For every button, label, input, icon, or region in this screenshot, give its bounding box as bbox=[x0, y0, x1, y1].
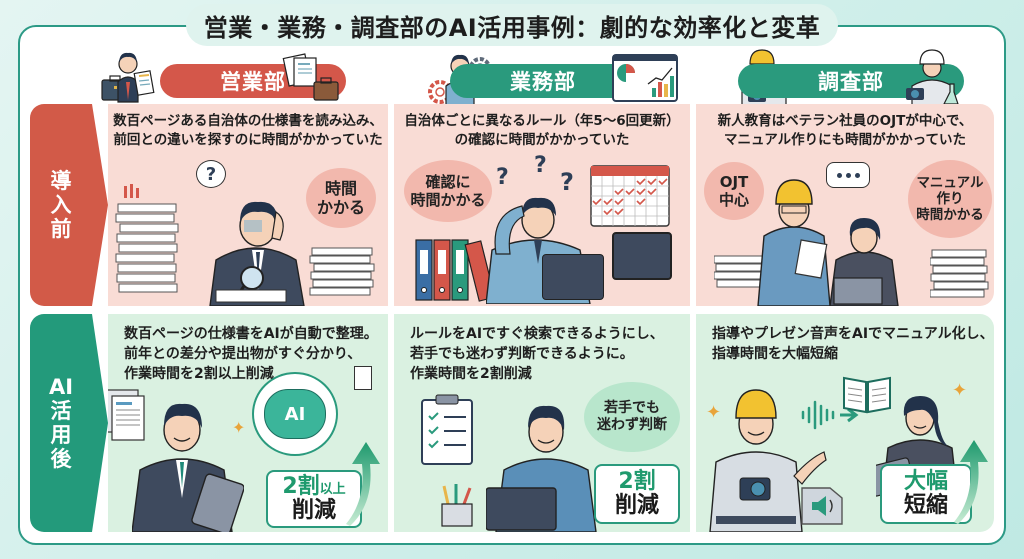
paper-stack-icon bbox=[930, 244, 990, 300]
confident-employee-illustration-icon bbox=[486, 376, 606, 532]
panel-text: 数百ページの仕様書をAIが自動で整理。 前年との差分や提出物がすぐ分かり、 作業… bbox=[124, 326, 378, 382]
speech-bubble-time-consuming: 時間 かかる bbox=[306, 168, 376, 228]
paper-stack-icon bbox=[114, 184, 180, 294]
panel-text: 自治体ごとに異なるルール（年5〜6回更新） の確認に時間がかかっていた bbox=[404, 113, 680, 148]
svg-text:✦: ✦ bbox=[706, 402, 721, 423]
document-icon bbox=[354, 366, 372, 390]
stressed-employee-illustration-icon bbox=[196, 180, 326, 306]
sparkle-icon: ✦ bbox=[952, 380, 968, 401]
audio-file-icon bbox=[800, 486, 844, 526]
svg-text:?: ? bbox=[560, 168, 574, 196]
green-up-arrow-icon bbox=[340, 440, 380, 526]
speech-bubble-confident-judgment: 若手でも 迷わず判断 bbox=[584, 382, 680, 452]
panel-research-before: 新人教育はベテラン社員のOJTが中心で、 マニュアル作りにも時間がかかっていた … bbox=[696, 104, 994, 306]
speech-bubble-manual-making: マニュアル 作り 時間かかる bbox=[908, 160, 992, 238]
result-badge-research: 大幅 短縮 bbox=[880, 464, 972, 524]
open-manual-book-icon bbox=[842, 374, 892, 414]
calendar-checks-icon bbox=[590, 162, 670, 228]
panel-text: 新人教育はベテラン社員のOJTが中心で、 マニュアル作りにも時間がかかっていた bbox=[717, 113, 973, 148]
happy-salesman-illustration-icon bbox=[132, 378, 244, 532]
checklist-clipboard-icon bbox=[420, 394, 476, 466]
dashboard-chart-icon bbox=[612, 54, 678, 102]
svg-text:?: ? bbox=[534, 154, 547, 178]
documents-briefcase-icon bbox=[280, 52, 344, 106]
laptop-icon bbox=[542, 254, 604, 300]
panel-sales-after: 数百ページの仕様書をAIが自動で整理。 前年との差分や提出物がすぐ分かり、 作業… bbox=[108, 314, 388, 532]
scientist-illustration-icon bbox=[902, 42, 962, 106]
row-arrow-after-icon bbox=[92, 314, 108, 532]
paper-stack-icon bbox=[308, 244, 378, 300]
chat-dots-icon bbox=[826, 162, 870, 188]
salesman-illustration-icon bbox=[98, 42, 158, 104]
dept-header-research: 調査部 bbox=[696, 49, 994, 106]
result-badge-operations: 2割 削減 bbox=[594, 464, 680, 524]
panel-operations-before: 自治体ごとに異なるルール（年5〜6回更新） の確認に時間がかかっていた 確認に … bbox=[394, 104, 690, 306]
monitor-icon bbox=[612, 232, 672, 280]
panel-sales-before: 数百ページある自治体の仕様書を読み込み、 前回との違いを探すのに時間がかかってい… bbox=[108, 104, 388, 306]
documents-icon bbox=[108, 388, 148, 442]
row-arrow-before-icon bbox=[92, 104, 108, 306]
speech-bubble-ojt: OJT 中心 bbox=[704, 162, 764, 220]
panel-research-after: 指導やプレゼン音声をAIでマニュアル化し、 指導時間を大幅短縮 ✦ bbox=[696, 314, 994, 532]
audio-waveform-icon bbox=[800, 400, 862, 430]
svg-text:?: ? bbox=[496, 165, 509, 190]
dept-label-operations: 業務部 bbox=[450, 64, 636, 98]
dept-header-sales: 営業部 bbox=[92, 52, 388, 106]
page-title: 営業・業務・調査部のAI活用事例：劇的な効率化と変革 bbox=[186, 4, 838, 46]
speech-bubble-checking-time: 確認に 時間かかる bbox=[404, 160, 492, 222]
question-bubble-icon: ? bbox=[196, 160, 226, 188]
sparkle-icon: ✦ bbox=[232, 418, 246, 437]
green-up-arrow-icon bbox=[948, 438, 988, 524]
panel-text: 数百ページある自治体の仕様書を読み込み、 前回との違いを探すのに時間がかかってい… bbox=[113, 113, 383, 148]
panel-text: ルールをAIですぐ検索できるようにし、 若手でも迷わず判断できるように。 作業時… bbox=[410, 326, 664, 382]
ai-brain-bubble-icon: AI bbox=[252, 372, 338, 456]
row-label-before: 導 入 前 bbox=[30, 104, 92, 306]
panel-operations-after: ルールをAIですぐ検索できるようにし、 若手でも迷わず判断できるように。 作業時… bbox=[394, 314, 690, 532]
result-badge-sales: 2割以上 削減 bbox=[266, 470, 362, 528]
row-label-after: AI 活 用 後 bbox=[30, 314, 92, 532]
pencil-cup-icon bbox=[438, 484, 478, 528]
dept-header-operations: 業務部 bbox=[394, 54, 690, 106]
panel-text: 指導やプレゼン音声をAIでマニュアル化し、 指導時間を大幅短縮 bbox=[712, 326, 994, 362]
field-researcher-illustration-icon: ✦ bbox=[706, 366, 836, 532]
veteran-and-newcomer-illustration-icon bbox=[714, 156, 934, 306]
